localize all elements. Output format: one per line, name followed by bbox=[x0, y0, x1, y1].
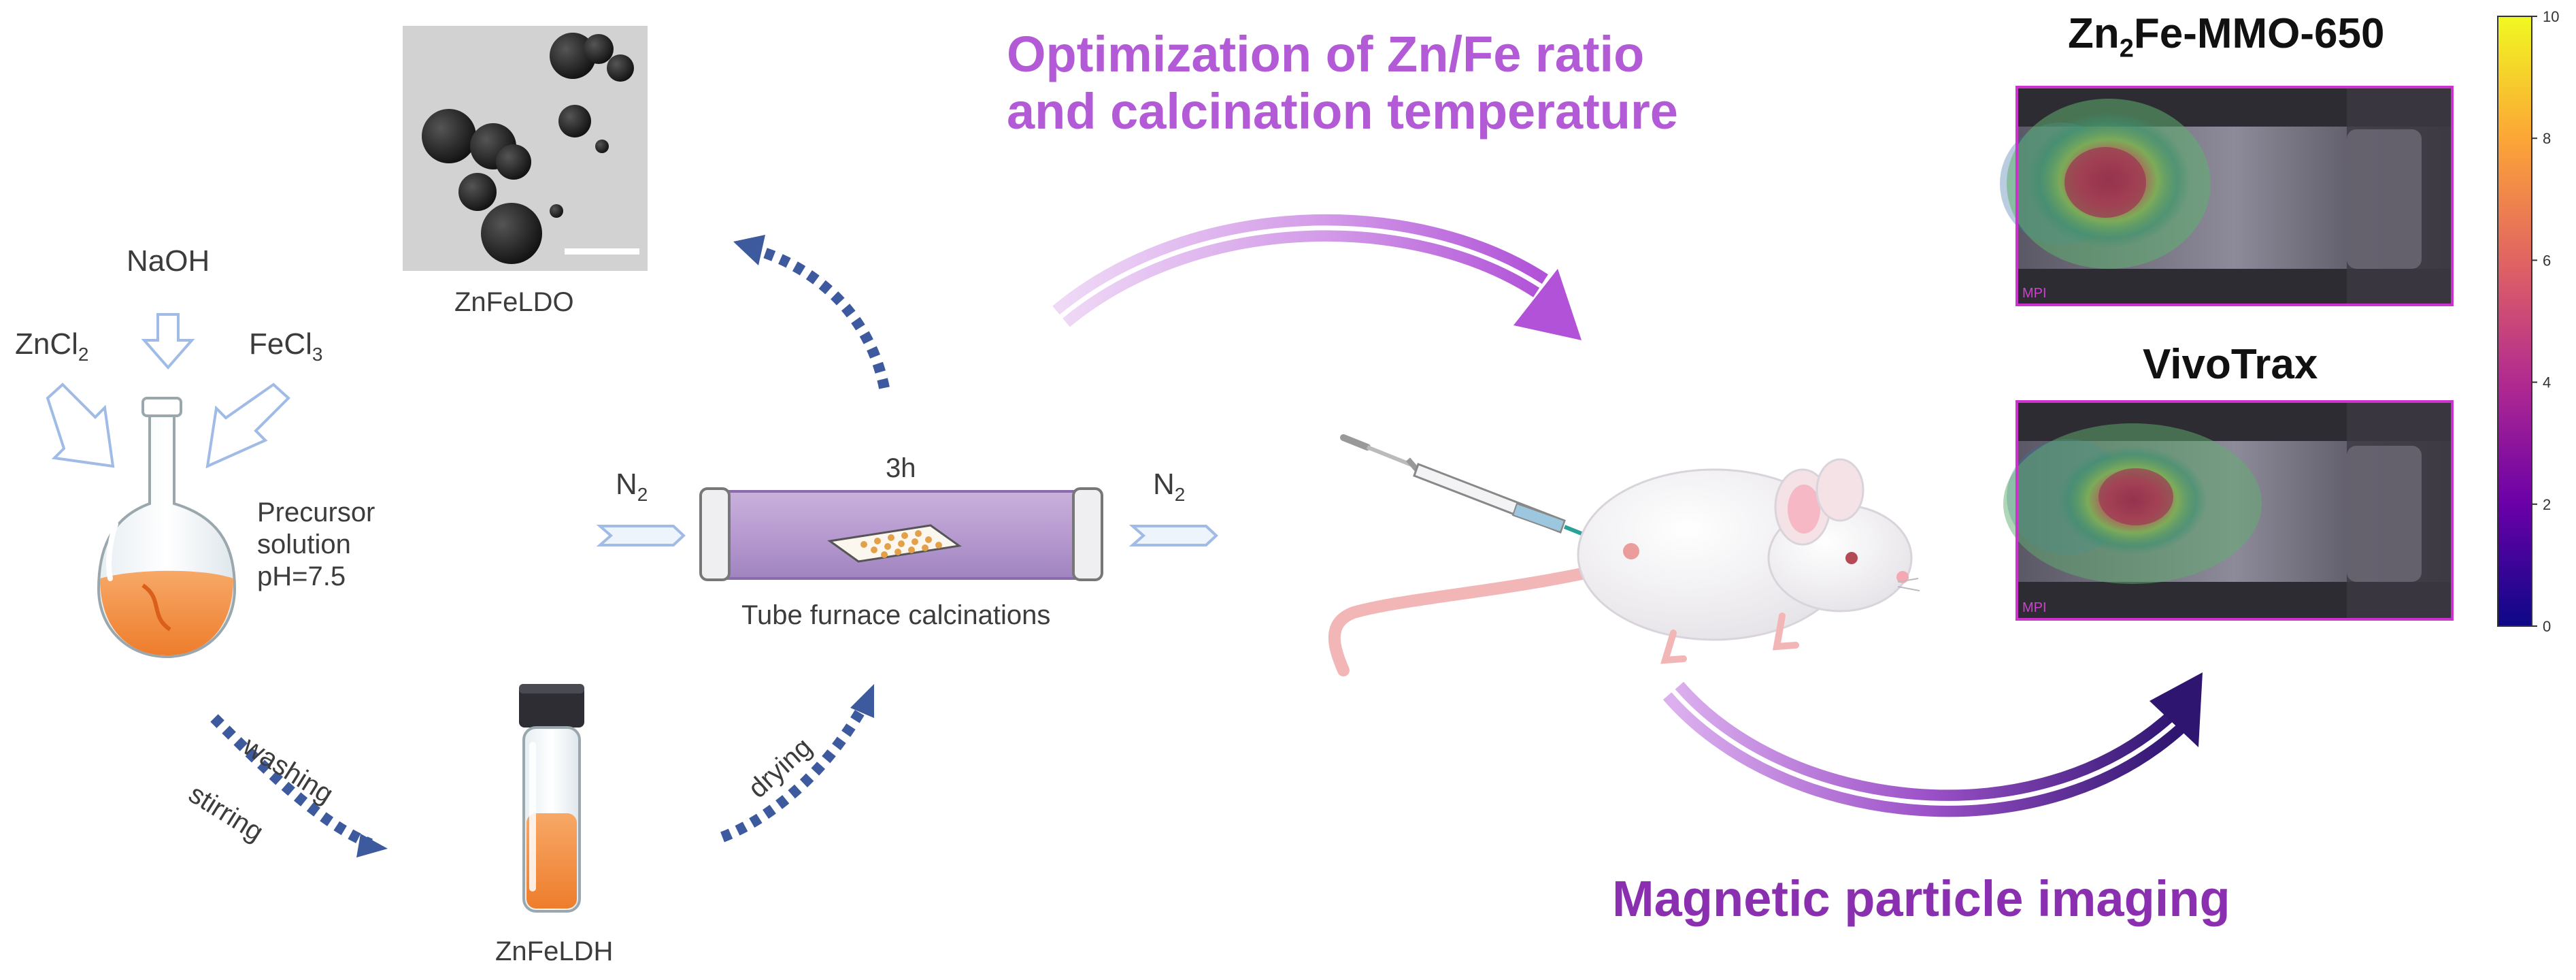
ldo-label: ZnFeLDO bbox=[454, 287, 574, 317]
mpi-tag-image1: MPI bbox=[2022, 286, 2047, 301]
n2-inlet-label: N2 bbox=[616, 470, 648, 504]
n2-inlet-arrow bbox=[596, 525, 686, 546]
optimization-title-line-2: and calcination temperature bbox=[1007, 82, 1678, 140]
colorbar-tick-label: 0 bbox=[2543, 618, 2551, 635]
colorbar-tick-label: 10 bbox=[2543, 8, 2559, 25]
image2-title: VivoTrax bbox=[2143, 341, 2318, 388]
colorbar-ticks: 0 2 4 6 8 10 bbox=[2532, 8, 2559, 635]
n2-outlet-subscript: 2 bbox=[1174, 483, 1186, 505]
calcination-to-ldo-arrow bbox=[733, 235, 890, 389]
n2-outlet-arrow bbox=[1128, 525, 1218, 546]
n2-outlet-base: N bbox=[1153, 468, 1175, 501]
n2-inlet-subscript: 2 bbox=[637, 483, 648, 505]
ldh-label: ZnFeLDH bbox=[495, 936, 614, 966]
reagent-naoh-label: NaOH bbox=[127, 244, 210, 278]
precursor-line-2: solution bbox=[257, 529, 351, 560]
colorbar-tick-label: 6 bbox=[2543, 252, 2551, 269]
image1-title-pre: Zn bbox=[2068, 10, 2120, 57]
ldh-vial bbox=[519, 684, 584, 913]
optimization-title: Optimization of Zn/Fe ratio and calcinat… bbox=[1007, 26, 1678, 140]
fecl3-arrow bbox=[205, 382, 290, 469]
imaging-title: Magnetic particle imaging bbox=[1612, 870, 2230, 927]
optimization-title-line-1: Optimization of Zn/Fe ratio bbox=[1007, 26, 1645, 82]
image1-title: Zn2Fe-MMO-650 bbox=[2068, 10, 2385, 63]
mpi-image-zn2fe bbox=[2000, 86, 2454, 306]
mpi-image-vivotrax bbox=[2003, 400, 2454, 621]
image1-title-subscript: 2 bbox=[2119, 34, 2134, 63]
colorbar-tick-label: 2 bbox=[2543, 496, 2551, 513]
precursor-line-1: Precursor bbox=[257, 497, 375, 527]
reagent-fecl3-subscript: 3 bbox=[312, 343, 323, 365]
colorbar-tick-label: 4 bbox=[2543, 374, 2551, 391]
mpi-tag-image2: MPI bbox=[2022, 600, 2047, 615]
reagent-zncl2-subscript: 2 bbox=[78, 343, 89, 365]
imaging-arrow bbox=[1662, 672, 2203, 817]
reagent-fecl3-base: FeCl bbox=[249, 327, 312, 361]
reagent-fecl3-label: FeCl3 bbox=[249, 329, 322, 364]
naoh-arrow bbox=[141, 313, 195, 370]
washing-stirring-arrow bbox=[210, 714, 388, 858]
furnace-time-label: 3h bbox=[886, 453, 916, 483]
n2-outlet-label: N2 bbox=[1153, 470, 1185, 504]
reagent-zncl2-base: ZnCl bbox=[15, 327, 78, 361]
drying-arrow bbox=[720, 684, 874, 843]
round-bottom-flask bbox=[97, 397, 237, 659]
precursor-label: Precursor solution pH=7.5 bbox=[257, 497, 375, 593]
ldo-tem-image bbox=[403, 26, 648, 271]
colorbar bbox=[2497, 16, 2532, 627]
image1-title-post: Fe-MMO-650 bbox=[2133, 10, 2385, 57]
zncl2-arrow bbox=[46, 382, 115, 468]
reagent-zncl2-label: ZnCl2 bbox=[15, 329, 88, 364]
precursor-line-3: pH=7.5 bbox=[257, 561, 346, 592]
tube-furnace bbox=[699, 487, 1103, 581]
n2-inlet-base: N bbox=[616, 468, 637, 501]
furnace-label: Tube furnace calcinations bbox=[741, 600, 1051, 630]
mouse-illustration bbox=[1328, 458, 1920, 676]
colorbar-tick-label: 8 bbox=[2543, 130, 2551, 147]
optimization-arrow bbox=[1052, 214, 1582, 340]
